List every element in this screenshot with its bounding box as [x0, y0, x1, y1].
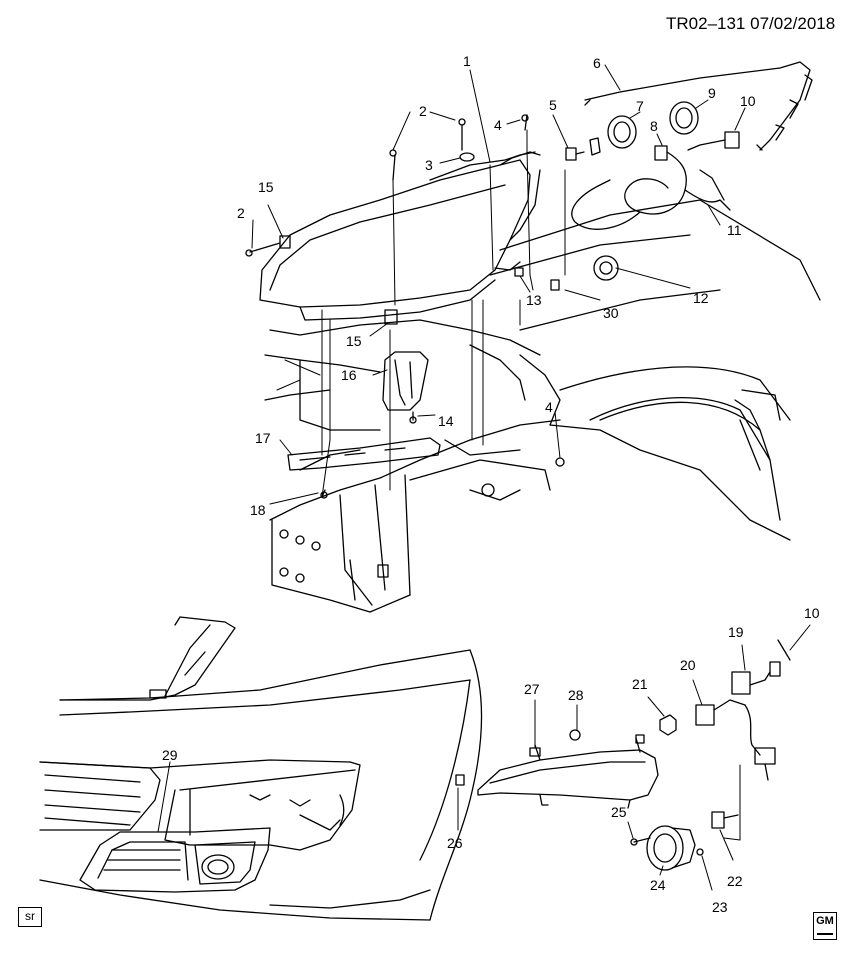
callout-29: 29: [162, 747, 178, 763]
callout-2: 2: [419, 103, 427, 119]
leader-lines-upper: [251, 64, 746, 505]
callout-12: 12: [693, 290, 709, 306]
callout-23: 23: [712, 899, 728, 915]
callout-17: 17: [255, 430, 271, 446]
callout-7: 7: [636, 98, 644, 114]
callout-11: 11: [727, 222, 742, 238]
callout-19: 19: [728, 624, 744, 640]
callout-16: 16: [341, 367, 357, 383]
front-structure: [264, 199, 821, 613]
callout-18: 18: [250, 502, 266, 518]
bezel-strip: [584, 61, 813, 151]
callout-3: 3: [425, 157, 433, 173]
fog-lamp-bezel: [79, 827, 271, 893]
callout-20: 20: [680, 657, 696, 673]
callout-1: 1: [463, 53, 471, 69]
gm-logo: GM: [813, 912, 837, 940]
callout-10b: 10: [804, 605, 820, 621]
front-fascia: [39, 616, 483, 921]
callout-2b: 2: [237, 205, 245, 221]
headlamp-bracket: [382, 351, 429, 411]
callout-25: 25: [611, 804, 627, 820]
callout-4b: 4: [545, 399, 553, 415]
callout-24: 24: [650, 877, 666, 893]
leader-lines-lower: [157, 624, 811, 891]
callout-6: 6: [593, 55, 601, 71]
callout-26: 26: [447, 835, 463, 851]
callout-27: 27: [524, 681, 540, 697]
callout-22: 22: [727, 873, 743, 889]
callout-9: 9: [708, 85, 716, 101]
fog-wiring: [659, 639, 791, 781]
callout-15b: 15: [346, 333, 362, 349]
callout-10: 10: [740, 93, 756, 109]
daytime-lamp: [455, 729, 659, 809]
wiring-harness: [565, 131, 740, 230]
diagram-code: TR02–131 07/02/2018: [666, 14, 836, 33]
filler-panel: [287, 437, 441, 471]
callout-21: 21: [632, 676, 648, 692]
callout-28: 28: [568, 687, 584, 703]
callout-4: 4: [494, 117, 502, 133]
callout-13: 13: [526, 292, 542, 308]
callout-labels: 1 2 3 4 5 6 7 8 9 10 11 12 13 14 15 16 1…: [162, 53, 820, 915]
callout-8: 8: [650, 118, 658, 134]
fog-lamp: [630, 811, 739, 871]
callout-14: 14: [438, 413, 454, 429]
gm-logo-text: GM: [816, 915, 834, 927]
bulb-caps: [593, 101, 699, 281]
callout-15: 15: [258, 179, 274, 195]
callout-30: 30: [603, 305, 619, 321]
footer-label: sr: [18, 907, 42, 927]
headlamp-assembly: [259, 151, 541, 321]
gm-logo-underline: [817, 933, 833, 935]
callout-5: 5: [549, 97, 557, 113]
fasteners: [245, 114, 565, 499]
